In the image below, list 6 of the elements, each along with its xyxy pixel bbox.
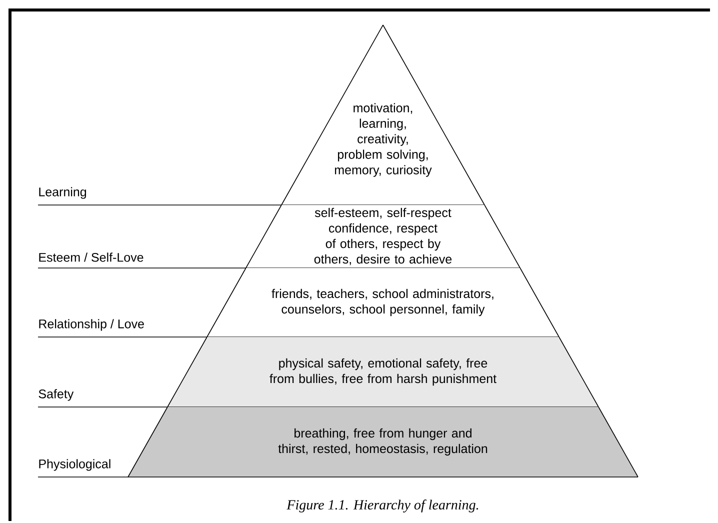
level-label: Physiological <box>39 459 110 471</box>
figure-caption: Figure 1.1. Hierarchy of learning. <box>286 500 478 512</box>
level-label: Learning <box>39 187 86 199</box>
level-label: Relationship / Love <box>39 319 144 331</box>
level-label: Esteem / Self-Love <box>39 252 144 262</box>
level-label: Safety <box>38 389 74 401</box>
